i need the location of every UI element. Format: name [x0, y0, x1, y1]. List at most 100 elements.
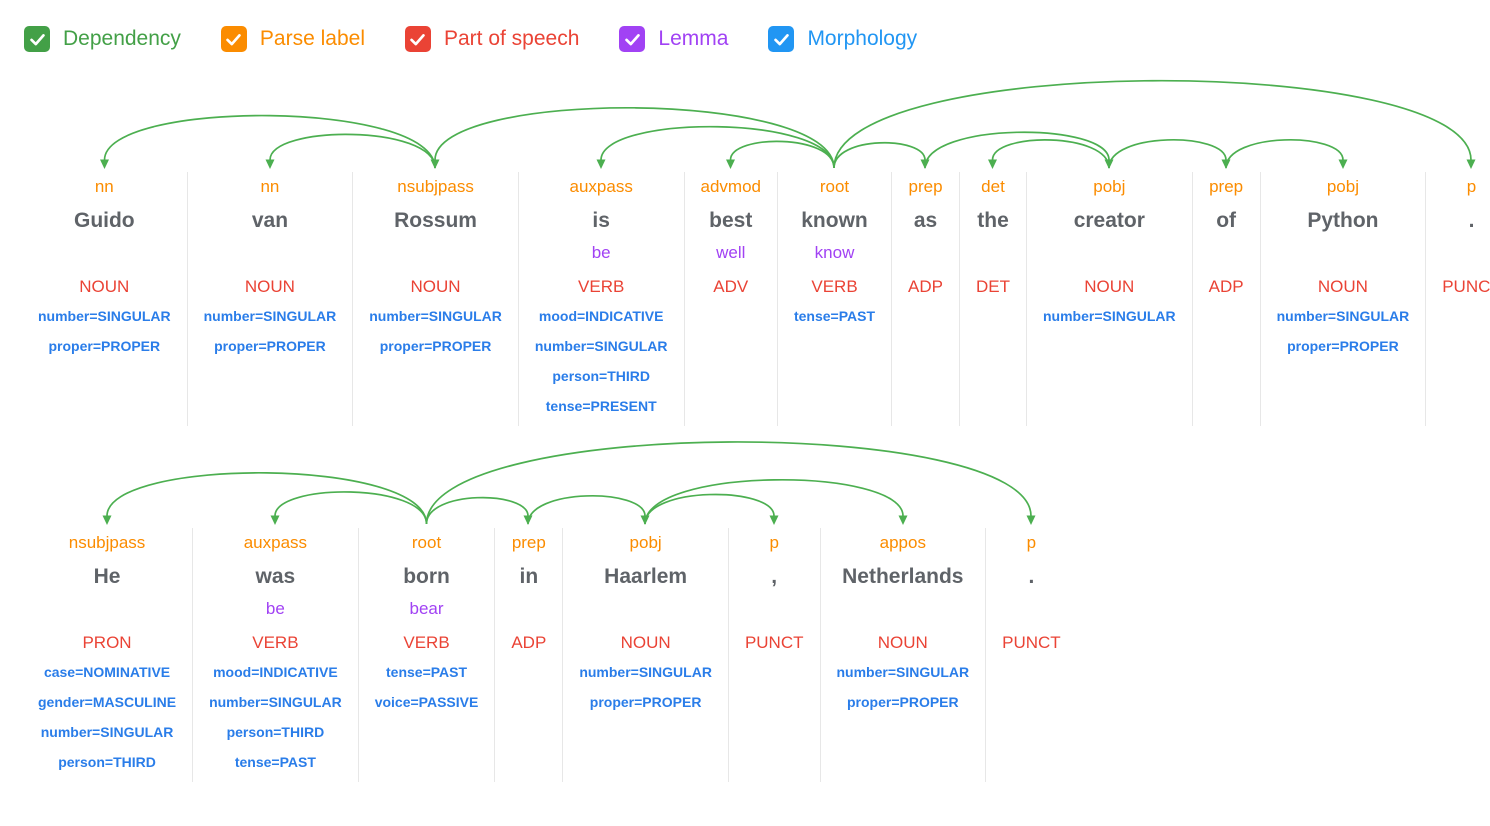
morph-feature: number=SINGULAR	[209, 694, 342, 710]
morph-feature: number=SINGULAR	[40, 724, 174, 740]
morph-feature: gender=MASCULINE	[38, 694, 177, 710]
check-icon	[226, 33, 242, 45]
token-word: Python	[1307, 209, 1379, 232]
dependency-arc	[527, 495, 646, 525]
parse-label: root	[411, 533, 442, 552]
token-lemma: well	[716, 243, 746, 262]
parse-label: p	[769, 533, 779, 552]
dependency-arcs-2	[102, 441, 1036, 525]
morph-feature: tense=PAST	[386, 664, 468, 680]
part-of-speech-checkbox[interactable]	[404, 26, 431, 52]
part-of-speech-tag: NOUN	[1317, 277, 1368, 296]
token-word: creator	[1073, 209, 1145, 232]
parse-label: p	[1466, 177, 1477, 196]
token-lemma	[38, 240, 171, 270]
token-lemma	[1277, 240, 1410, 270]
parse-label: auxpass	[243, 533, 308, 552]
token-word: as	[913, 209, 938, 232]
token-lemma	[976, 240, 1010, 270]
arc-arrowhead-icon	[769, 515, 779, 525]
part-of-speech-tag: NOUN	[620, 633, 671, 652]
morph-feature: voice=PASSIVE	[374, 694, 479, 710]
parse-label: pobj	[629, 533, 662, 552]
token-word: of	[1216, 209, 1237, 232]
dependency-arc	[1225, 139, 1344, 169]
dependency-arc	[600, 125, 835, 169]
part-of-speech-tag: NOUN	[79, 277, 130, 296]
part-of-speech-tag: VERB	[811, 277, 858, 296]
part-of-speech-tag: PUNCT	[1442, 277, 1490, 296]
token-lemma	[1209, 240, 1244, 270]
morph-feature: number=SINGULAR	[369, 308, 502, 324]
token-2-8-x: p. PUNCT	[985, 528, 1077, 782]
arc-arrowhead-icon	[1338, 159, 1348, 169]
dependency-arc	[833, 141, 926, 169]
token-lemma	[1002, 596, 1061, 626]
morph-feature: number=SINGULAR	[579, 664, 712, 680]
arc-arrowhead-icon	[265, 159, 275, 169]
morph-feature: proper=PROPER	[589, 694, 702, 710]
check-icon	[410, 33, 426, 45]
lemma-checkbox[interactable]	[619, 26, 646, 52]
token-lemma	[908, 240, 943, 270]
toolbar-option-label: Morphology	[807, 27, 918, 50]
dependency-arc	[434, 106, 835, 169]
dependency-checkbox[interactable]	[24, 26, 50, 52]
token-2-6-x: p, PUNCT	[727, 528, 820, 782]
token-lemma	[1043, 240, 1176, 270]
part-of-speech-tag: ADP	[511, 633, 547, 652]
morph-feature: number=SINGULAR	[534, 338, 668, 354]
check-icon	[29, 33, 45, 45]
arc-arrowhead-icon	[898, 515, 908, 525]
token-lemma	[204, 240, 337, 270]
morph-feature: tense=PRESENT	[545, 398, 657, 414]
morph-feature: case=NOMINATIVE	[43, 664, 171, 680]
parse-label: root	[819, 177, 850, 196]
dependency-arc	[1108, 139, 1227, 169]
dependency-arc	[644, 493, 775, 525]
arc-arrowhead-icon	[988, 159, 997, 169]
token-lemma	[745, 596, 804, 626]
toolbar-option-morphology[interactable]: Morphology	[768, 24, 917, 54]
parse-label: prep	[1209, 177, 1244, 196]
token-lemma: bear	[409, 599, 444, 618]
morph-feature: proper=PROPER	[214, 338, 326, 354]
morph-feature: mood=INDICATIVE	[213, 664, 338, 680]
morph-feature: number=SINGULAR	[836, 664, 970, 680]
morphology-checkbox[interactable]	[768, 26, 795, 52]
part-of-speech-tag: DET	[976, 277, 1010, 296]
check-icon	[625, 33, 640, 45]
toolbar-option-part-of-speech[interactable]: Part of speech	[404, 24, 579, 54]
token-word: best	[709, 209, 753, 232]
morphology-features: tense=PAST	[794, 300, 875, 330]
token-word: van	[251, 209, 289, 232]
token-word: .	[1028, 565, 1035, 588]
token-lemma	[38, 596, 176, 626]
toolbar-option-dependency[interactable]: Dependency	[24, 24, 181, 54]
part-of-speech-tag: ADP	[908, 277, 943, 296]
morph-feature: number=SINGULAR	[38, 308, 171, 324]
arc-arrowhead-icon	[270, 515, 280, 525]
token-lemma	[511, 596, 546, 626]
morph-feature: person=THIRD	[552, 368, 650, 384]
token-word: was	[255, 565, 296, 588]
morph-feature: number=SINGULAR	[1043, 308, 1176, 324]
part-of-speech-tag: NOUN	[244, 277, 295, 296]
morph-feature: person=THIRD	[226, 724, 325, 740]
toolbar-option-parse-label[interactable]: Parse label	[220, 24, 365, 54]
morph-feature: person=THIRD	[58, 754, 156, 770]
parse-label-checkbox[interactable]	[220, 26, 247, 52]
toolbar-option-lemma[interactable]: Lemma	[619, 24, 728, 54]
dependency-arcs-1	[100, 79, 1476, 169]
